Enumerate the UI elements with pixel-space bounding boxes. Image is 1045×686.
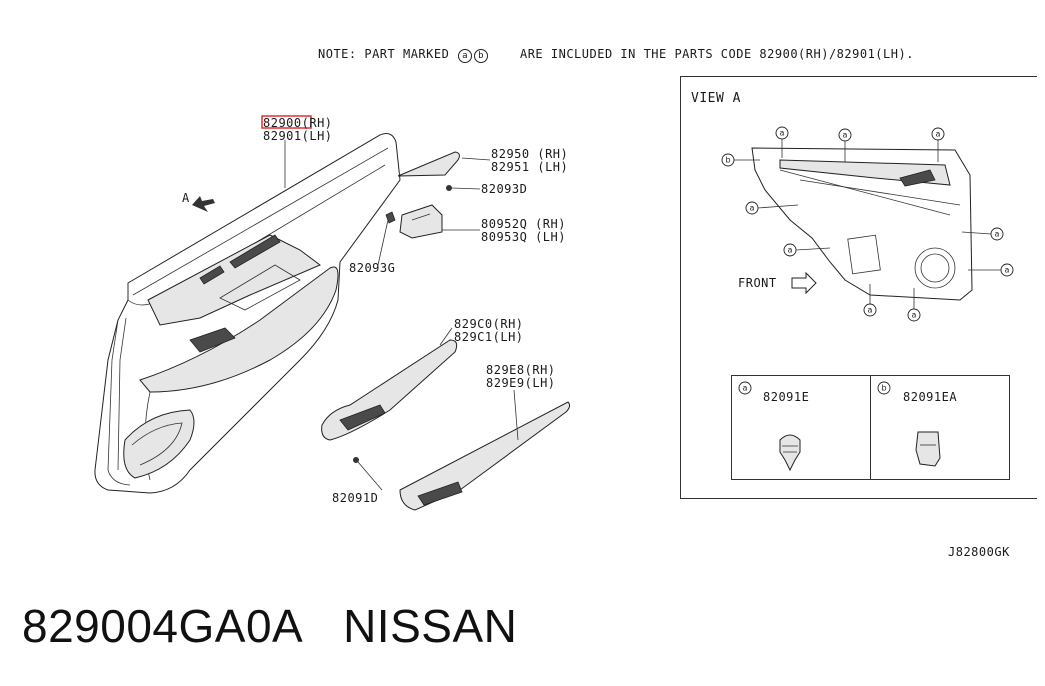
- front-arrow-icon: [791, 271, 817, 295]
- part-829C0: [321, 339, 458, 441]
- front-label: FRONT: [738, 276, 777, 290]
- armrest: [139, 266, 339, 393]
- callout-829C0-rh: 829C0(RH): [454, 317, 524, 331]
- callout-82093G: 82093G: [349, 261, 396, 275]
- legend-part-b: 82091EA: [903, 390, 958, 404]
- svg-text:a: a: [1005, 266, 1010, 275]
- legend-divider: [870, 376, 871, 479]
- callout-82091D: 82091D: [332, 491, 379, 505]
- view-a-door-shape: [751, 147, 973, 301]
- legend-part-a: 82091E: [763, 390, 810, 404]
- drawing-reference-code: J82800GK: [948, 545, 1010, 559]
- view-arrow-label: A: [182, 191, 190, 205]
- marker-a-icon: a: [458, 49, 473, 63]
- speaker-grille: [123, 409, 195, 479]
- callout-main-panel-rh: 82900(RH): [263, 116, 333, 130]
- footer-part-number: 829004GA0A: [22, 600, 304, 652]
- highlight-box: [261, 115, 312, 129]
- callout-829E8-lh: 829E9(LH): [486, 376, 556, 390]
- part-80952Q: [399, 204, 443, 239]
- callout-82950-rh: 82950 (RH): [491, 147, 569, 161]
- svg-text:a: a: [995, 230, 1000, 239]
- view-a-title: VIEW A: [691, 91, 741, 106]
- svg-text:a: a: [843, 131, 848, 140]
- svg-text:a: a: [750, 204, 755, 213]
- callout-main-panel-lh: 82901(LH): [263, 129, 333, 143]
- view-arrow-icon: [192, 196, 215, 212]
- fastener-legend: [731, 375, 1010, 480]
- footer-part-title: 829004GA0A NISSAN: [22, 598, 517, 654]
- callout-829C0-lh: 829C1(LH): [454, 330, 524, 344]
- marker-b-icon: b: [474, 49, 489, 63]
- svg-text:a: a: [936, 130, 941, 139]
- svg-text:b: b: [881, 384, 886, 393]
- clip-82091D: [353, 457, 359, 463]
- svg-text:a: a: [788, 246, 793, 255]
- callout-829E8-rh: 829E8(RH): [486, 363, 556, 377]
- note-prefix: NOTE: PART MARKED: [318, 47, 450, 61]
- callout-80952Q-rh: 80952Q (RH): [481, 217, 566, 231]
- door-panel-outline: [94, 133, 401, 494]
- svg-text:a: a: [743, 384, 748, 393]
- view-a-panel: [680, 76, 1037, 499]
- note-suffix: ARE INCLUDED IN THE PARTS CODE 82900(RH)…: [519, 47, 914, 61]
- svg-text:a: a: [780, 129, 785, 138]
- svg-text:b: b: [725, 156, 730, 165]
- svg-text:a: a: [868, 306, 873, 315]
- svg-text:a: a: [912, 311, 917, 320]
- clip-82093D: [446, 185, 452, 191]
- part-82950: [397, 151, 460, 177]
- callout-82950-lh: 82951 (LH): [491, 160, 569, 174]
- callout-82093D: 82093D: [481, 182, 528, 196]
- footer-brand: NISSAN: [343, 600, 518, 652]
- part-829E8: [399, 401, 571, 511]
- clip-82091E-icon: [779, 434, 801, 472]
- callout-80952Q-lh: 80953Q (LH): [481, 230, 566, 244]
- clip-82091EA-icon: [915, 431, 941, 467]
